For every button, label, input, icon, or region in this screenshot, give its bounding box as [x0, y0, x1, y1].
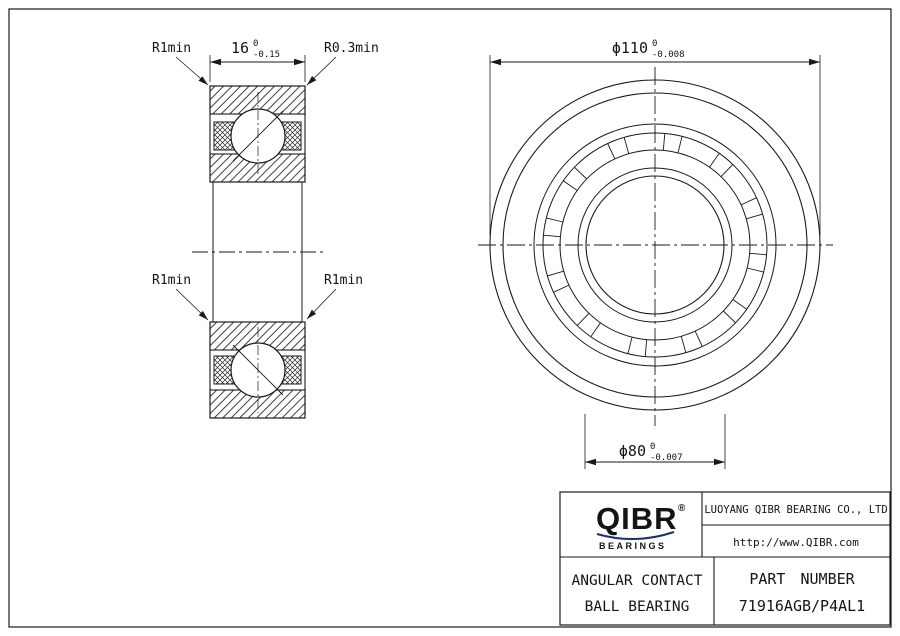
- arrowhead: [490, 58, 501, 66]
- bore-dia-value: ϕ80: [619, 442, 646, 460]
- width-dimension: 16 0 -0.15: [209, 39, 306, 82]
- cage-pocket-tick: [543, 234, 561, 238]
- brand-name: QIBR: [596, 501, 678, 536]
- cage-pocket-tick: [709, 153, 720, 168]
- width-dim-value: 16: [231, 39, 249, 57]
- cage-pocket-tick: [547, 270, 564, 277]
- arrowhead: [585, 458, 596, 466]
- cage-pocket-tick: [746, 213, 763, 220]
- company-name: LUOYANG QIBR BEARING CO., LTD: [704, 504, 887, 516]
- section-view: 16 0 -0.15 R1min R0.3min R1min R1min: [152, 39, 379, 419]
- part-number-label: PART NUMBER: [749, 570, 855, 588]
- bore-dia-tol-upper: 0: [650, 442, 655, 452]
- bore-dia-tol-lower: -0.007: [650, 453, 683, 463]
- cage-pocket-tick: [574, 166, 588, 180]
- width-dim-tol-upper: 0: [253, 39, 258, 49]
- company-website: http://www.QIBR.com: [733, 536, 859, 549]
- brand-subtitle: BEARINGS: [599, 541, 667, 551]
- cage-pocket-tick: [662, 133, 666, 151]
- cage-pocket-tick: [590, 322, 601, 337]
- cage-pocket-tick: [563, 180, 578, 191]
- fillet-labels: R1min R0.3min R1min R1min: [152, 41, 379, 321]
- cage-pocket-tick: [677, 136, 683, 153]
- cage-pocket-tick: [722, 310, 736, 324]
- cage-pocket-tick: [694, 330, 703, 347]
- title-block: QIBR ® BEARINGS LUOYANG QIBR BEARING CO.…: [559, 491, 891, 626]
- registered-mark-icon: ®: [678, 503, 686, 514]
- width-dim-tol-lower: -0.15: [253, 50, 280, 60]
- outer-dia-tol-lower: -0.008: [652, 50, 685, 60]
- cage-pocket-tick: [740, 197, 757, 206]
- fillet-label-mid-right: R1min: [324, 273, 363, 288]
- cage-pocket-tick: [607, 143, 616, 160]
- title-block-border: [559, 491, 891, 626]
- brand-logo: QIBR ® BEARINGS: [596, 501, 686, 551]
- cage-pocket-tick: [680, 336, 687, 353]
- section-top: [209, 85, 306, 183]
- brand-swoosh-icon: [596, 531, 675, 541]
- leader-arrowhead: [198, 76, 208, 85]
- front-view: ϕ110 0 -0.008 ϕ80 0 -0.007: [478, 39, 833, 469]
- cage-pocket-tick: [623, 137, 630, 154]
- cage-pocket-tick: [747, 267, 764, 273]
- cage-pocket-tick: [720, 164, 734, 178]
- outer-diameter-dimension: ϕ110 0 -0.008: [489, 39, 821, 235]
- arrowhead: [294, 58, 305, 66]
- sheet-border: [8, 8, 892, 628]
- leader-arrowhead: [307, 75, 317, 85]
- cage-pocket-tick: [546, 217, 563, 223]
- arrowhead: [210, 58, 221, 66]
- arrowhead: [809, 58, 820, 66]
- cage-pocket-tick: [749, 252, 767, 256]
- product-name-line1: ANGULAR CONTACT: [572, 573, 703, 589]
- cage-pocket-tick: [732, 299, 747, 310]
- arrowhead: [714, 458, 725, 466]
- leader-arrowhead: [307, 309, 317, 319]
- fillet-label-top-right: R0.3min: [324, 41, 379, 56]
- product-name-line2: BALL BEARING: [585, 599, 690, 615]
- outer-dia-tol-upper: 0: [652, 39, 657, 49]
- cage-pocket-tick: [627, 337, 633, 354]
- fillet-label-mid-left: R1min: [152, 273, 191, 288]
- bore-diameter-dimension: ϕ80 0 -0.007: [584, 414, 726, 469]
- outer-dia-value: ϕ110: [612, 39, 648, 57]
- section-bottom-outline: [209, 321, 306, 419]
- section-top-outline: [209, 85, 306, 183]
- fillet-label-top-left: R1min: [152, 41, 191, 56]
- leader-arrowhead: [198, 310, 208, 320]
- cage-pocket-tick: [553, 284, 570, 293]
- cage-pocket-ticks: [543, 133, 767, 357]
- cage-pocket-tick: [576, 312, 590, 326]
- part-number-value: 71916AGB/P4AL1: [739, 597, 865, 615]
- cage-pocket-tick: [644, 339, 648, 357]
- section-bottom: [209, 321, 306, 419]
